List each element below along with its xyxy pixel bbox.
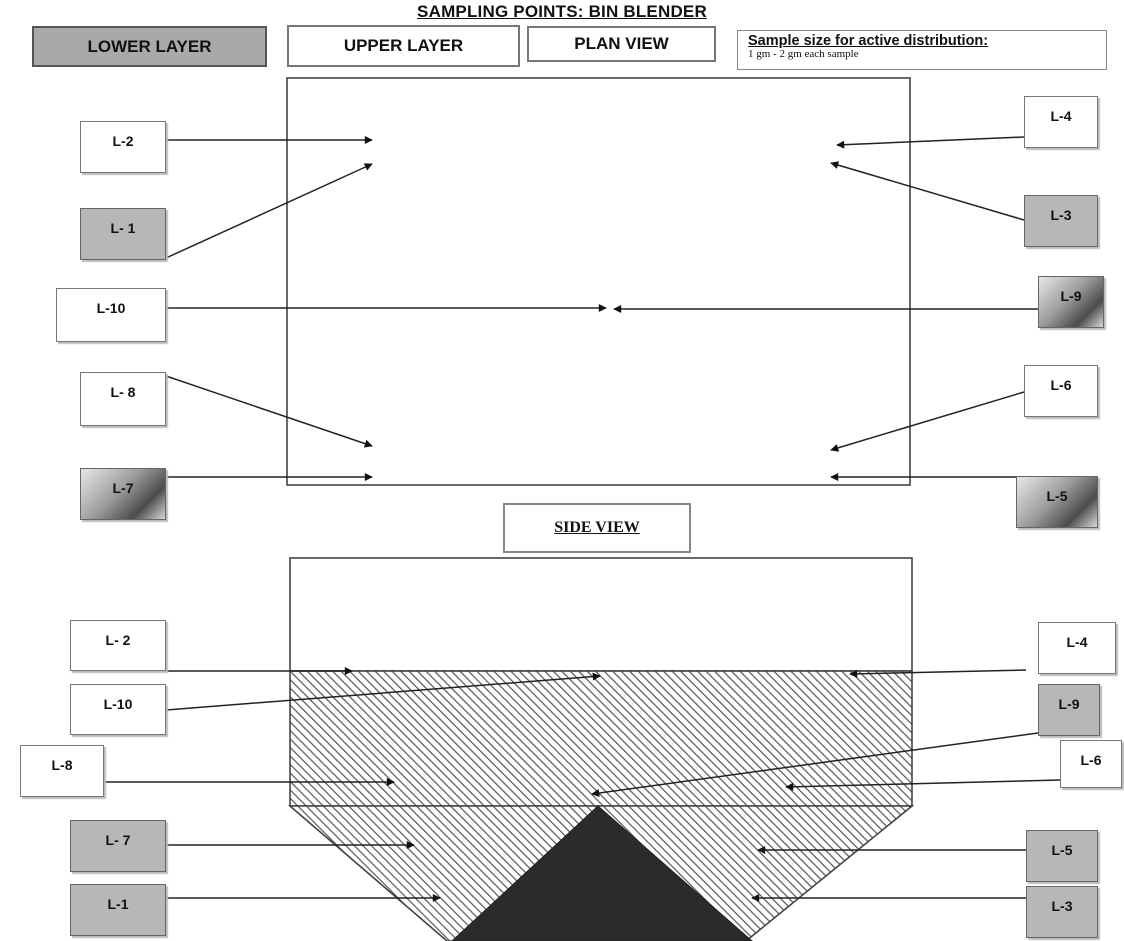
plan-label-l10: L-10: [56, 288, 166, 342]
plan-label-l1: L- 1: [80, 208, 166, 260]
plan-arrows: [165, 136, 1038, 481]
side-label-l4: L-4: [1038, 622, 1116, 674]
side-label-l2: L- 2: [70, 620, 166, 671]
plan-label-l3: L-3: [1024, 195, 1098, 247]
diagram-title: SAMPLING POINTS: BIN BLENDER: [417, 2, 707, 21]
side-label-l3: L-3: [1026, 886, 1098, 938]
upper-layer-button[interactable]: UPPER LAYER: [287, 25, 520, 67]
side-view-upper-body: [289, 557, 913, 672]
side-label-l9: L-9: [1038, 684, 1100, 736]
side-label-l8: L-8: [20, 745, 104, 797]
sample-size-note: Sample size for active distribution: 1 g…: [737, 30, 1107, 70]
side-arrow-l10: [165, 672, 601, 711]
plan-arrow-l6: [830, 391, 1025, 452]
plan-label-l2: L-2: [80, 121, 166, 173]
plan-arrow-l1: [165, 163, 373, 259]
plan-label-l4: L-4: [1024, 96, 1098, 148]
side-arrows: [104, 667, 1061, 902]
side-label-l7: L- 7: [70, 820, 166, 872]
side-arrow-l9: [591, 732, 1039, 797]
side-label-l1: L-1: [70, 884, 166, 936]
plan-label-l6: L-6: [1024, 365, 1098, 417]
sample-size-title: Sample size for active distribution:: [748, 33, 989, 49]
side-label-l6: L-6: [1060, 740, 1122, 788]
plan-arrow-l3: [830, 161, 1025, 221]
side-arrow-l4: [849, 669, 1027, 678]
sample-size-value: 1 gm - 2 gm each sample: [748, 48, 859, 60]
lower-layer-button[interactable]: LOWER LAYER: [32, 26, 267, 67]
side-label-l10: L-10: [70, 684, 166, 735]
plan-arrow-l8: [165, 375, 373, 448]
plan-view-outline: [286, 77, 911, 486]
plan-label-l9: L-9: [1038, 276, 1104, 328]
plan-label-l8: L- 8: [80, 372, 166, 426]
plan-view-button[interactable]: PLAN VIEW: [527, 26, 716, 62]
side-view-title: SIDE VIEW: [503, 503, 691, 553]
side-label-l5: L-5: [1026, 830, 1098, 882]
plan-label-l5: L-5: [1016, 476, 1098, 528]
plan-arrow-l4: [836, 136, 1025, 149]
side-arrow-l6: [785, 779, 1061, 791]
side-view-center-cone: [451, 805, 753, 941]
plan-label-l7: L-7: [80, 468, 166, 520]
